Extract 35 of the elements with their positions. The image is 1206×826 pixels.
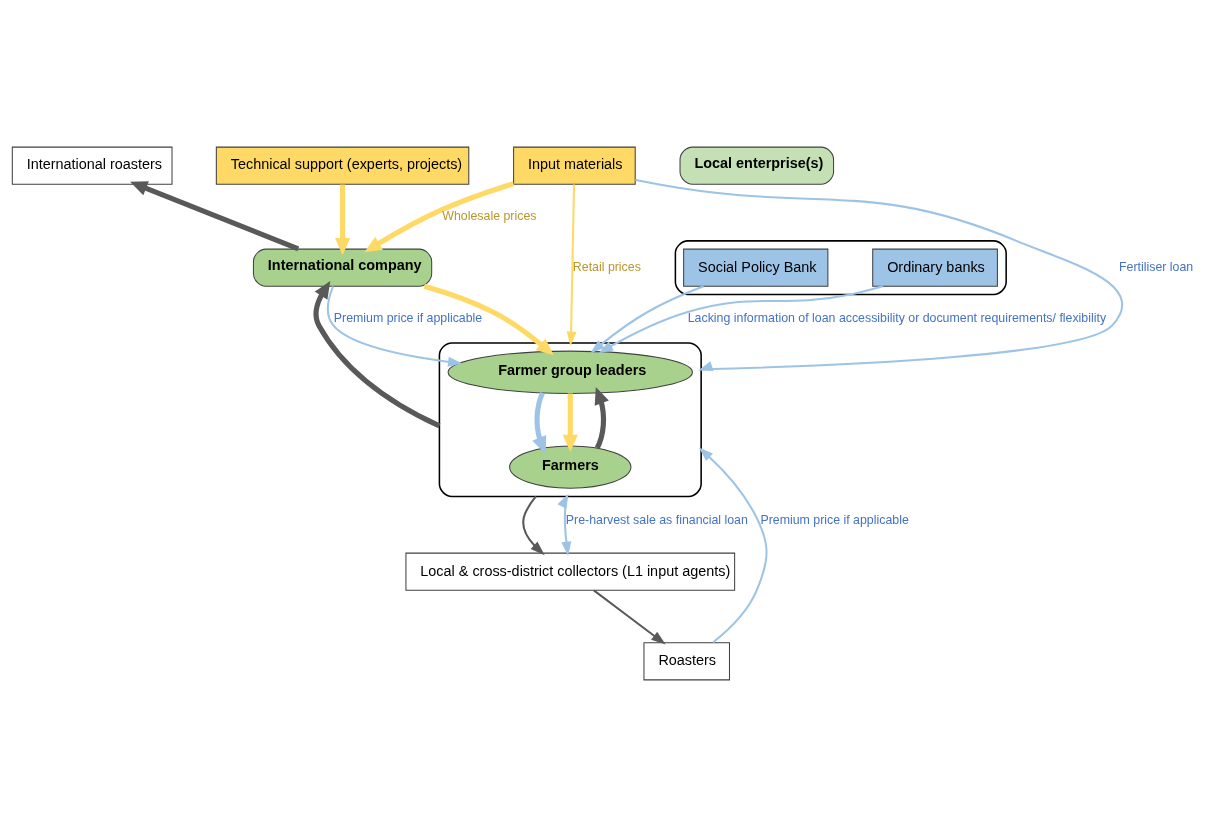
node-box: Technical support (experts, projects) xyxy=(215,146,470,185)
arrow xyxy=(326,285,463,367)
cluster xyxy=(674,239,1007,295)
arrow xyxy=(364,180,515,252)
edge-label: Fertiliser loan xyxy=(1118,259,1194,274)
node-box: Ordinary banks xyxy=(872,248,998,287)
arrow xyxy=(130,180,300,251)
arrow xyxy=(566,183,577,346)
arrow xyxy=(313,280,441,428)
node-box: Input materials xyxy=(513,146,636,185)
arrow xyxy=(557,493,572,556)
arrow xyxy=(593,589,666,644)
node-box: Local & cross-district collectors (L1 input agents) xyxy=(405,552,736,591)
node-ellipse: Farmers xyxy=(509,444,632,489)
node-box: Roasters xyxy=(643,641,730,680)
node-box: Social Policy Bank xyxy=(683,248,829,287)
node-box: International roasters xyxy=(11,146,173,185)
edge-label: Premium price if applicable xyxy=(333,310,483,325)
arrow xyxy=(335,184,351,255)
arrow xyxy=(562,392,578,452)
edge-label: Retail prices xyxy=(572,259,641,274)
arrow xyxy=(635,178,1123,371)
edge-label: Premium price if applicable xyxy=(760,512,909,527)
arrow xyxy=(598,284,883,353)
node-box: International company xyxy=(252,248,433,287)
arrow xyxy=(532,391,547,454)
edge-label: Pre-harvest sale as financial loan xyxy=(565,512,748,527)
node-box: Local enterprise(s) xyxy=(679,146,835,185)
arrow xyxy=(590,284,704,353)
edge-label: Lacking information of loan accessibility or document requirements/ flexibility xyxy=(687,310,1107,325)
edge-label: Wholesale prices xyxy=(442,208,537,223)
arrow xyxy=(423,283,554,355)
arrow xyxy=(698,447,768,643)
arrow xyxy=(594,386,609,449)
arrow xyxy=(522,495,545,555)
